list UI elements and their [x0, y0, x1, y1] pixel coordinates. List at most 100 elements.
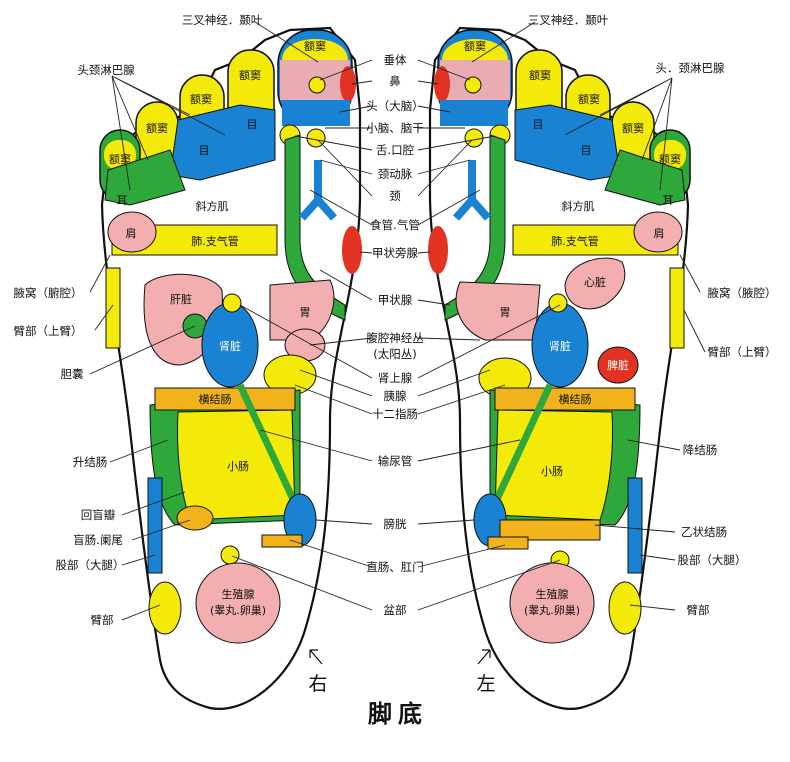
right-adrenal-zone — [222, 293, 242, 313]
left-foot-label: 左 — [476, 673, 495, 695]
right-ureter — [236, 383, 302, 512]
right-toe-5-sinus — [104, 140, 136, 170]
left-big-toe-sinus — [442, 39, 508, 60]
right-labels: 三叉神经．颞叶 头．颈淋巴腺 腋窝（腋腔） 臂部（上臂） 降结肠 乙状结肠 股部… — [528, 13, 777, 617]
right-foot-label: 右 — [308, 673, 327, 695]
zone-label: 生殖腺 — [222, 587, 255, 601]
zone-label: 脾脏 — [607, 358, 629, 372]
label-trigeminal-left: 三叉神经．颞叶 — [528, 13, 609, 27]
label-neck: 颈 — [389, 189, 401, 203]
zone-label: 目 — [247, 118, 258, 131]
left-transverse-colon — [494, 387, 636, 411]
zone-label: 生殖腺 — [536, 587, 569, 601]
right-shoulder-zone — [107, 211, 157, 253]
label-thigh-left: 股部（大腿） — [678, 553, 747, 567]
center-labels: 垂体 鼻 头（大脑） 小脑、脑干 舌.口腔 颈动脉 颈 食管.气管 甲状旁腺 甲… — [366, 53, 424, 617]
left-nose-zone — [434, 66, 450, 102]
zone-label: 肩 — [654, 226, 665, 240]
label-brain: 头（大脑） — [366, 99, 424, 113]
label-carotid: 颈动脉 — [378, 167, 413, 181]
arrow-icon — [477, 649, 491, 665]
zone-label: 耳 — [117, 194, 128, 207]
zone-label: 目 — [581, 144, 592, 157]
label-lymph-right: 头颈淋巴腺 — [77, 63, 135, 77]
label-duodenum: 十二指肠 — [372, 407, 418, 421]
label-pancreas: 胰腺 — [384, 389, 407, 403]
right-esophagus-band — [284, 134, 346, 321]
zone-label: 额窦 — [578, 93, 600, 106]
right-armpit-bar — [105, 267, 121, 349]
right-pelvis-zone — [220, 545, 240, 565]
zone-label: 目 — [533, 118, 544, 131]
left-foot-zone-labels: 额窦 额窦 额窦 额窦 额窦 目 目 耳 肩 斜方肌 肺.支气管 心脏 肾脏 胃… — [464, 40, 681, 617]
right-rectum-zone — [261, 534, 303, 548]
zone-label: 小肠 — [227, 460, 249, 473]
label-celiac-plexus: 腹腔神经丛 — [366, 331, 424, 345]
left-esophagus-band — [444, 134, 506, 321]
page-title: 脚底 — [368, 700, 428, 728]
left-adrenal-zone — [548, 293, 568, 313]
zone-label: 小肠 — [541, 465, 563, 478]
right-brain-zone — [282, 100, 350, 126]
label-rectum: 直肠、肛门 — [366, 560, 424, 574]
left-hip-zone — [608, 581, 642, 635]
label-ascending-colon: 升结肠 — [73, 455, 108, 469]
zone-label: 胃 — [300, 306, 311, 319]
right-gonad-zone — [195, 562, 281, 644]
label-hip-right: 臂部 — [91, 613, 114, 627]
zone-label: (睾丸.卵巢) — [210, 603, 266, 617]
zone-label: 额窦 — [109, 153, 131, 166]
zone-label: 目 — [199, 144, 210, 157]
leader-lines — [89, 21, 706, 621]
zone-label: 额窦 — [622, 122, 644, 135]
left-toe-5-sinus — [654, 140, 686, 170]
left-ear-band — [604, 149, 686, 206]
right-thigh-bar — [147, 477, 163, 574]
zone-label: 额窦 — [659, 153, 681, 166]
zone-label: 肝脏 — [170, 293, 192, 306]
left-spleen-zone — [597, 346, 639, 384]
zone-label: 肺.支气管 — [551, 234, 599, 248]
left-carotid — [453, 160, 491, 221]
left-shoulder-zone — [633, 211, 683, 253]
zone-label: 胃 — [500, 306, 511, 319]
zone-label: 斜方肌 — [196, 199, 229, 213]
left-pituitary-zone — [464, 76, 482, 94]
zone-label: 肾脏 — [549, 340, 571, 353]
label-esophagus: 食管.气管 — [370, 218, 420, 232]
left-ureter — [488, 383, 554, 512]
right-nose-zone — [340, 66, 356, 102]
label-upper-arm-left: 臂部（上臂） — [708, 345, 777, 359]
label-armpit-left: 腋窝（腋腔） — [708, 286, 777, 300]
right-carotid — [299, 160, 337, 221]
left-thigh-bar — [627, 477, 643, 574]
right-transverse-colon — [154, 387, 296, 411]
left-heart-zone — [564, 257, 626, 310]
arrow-icon — [309, 649, 323, 665]
left-labels: 三叉神经．颞叶 头颈淋巴腺 腋窝（腑腔） 臂部（上臂） 胆囊 升结肠 回盲瓣 盲… — [14, 13, 263, 627]
right-hip-zone — [148, 581, 182, 635]
zone-label: 肩 — [126, 226, 137, 240]
left-gonad-zone — [509, 562, 595, 644]
zone-label: 横结肠 — [199, 392, 232, 406]
label-tongue: 舌.口腔 — [376, 143, 414, 157]
label-solar-plexus: (太阳丛) — [373, 347, 416, 361]
label-thigh-right: 股部（大腿） — [56, 558, 125, 572]
label-hip-left: 臂部 — [687, 603, 710, 617]
zone-label: 额窦 — [239, 69, 261, 82]
label-appendix: 盲肠.阑尾 — [73, 533, 123, 547]
zone-label: 耳 — [663, 194, 674, 207]
side-markers: 右 左 — [308, 649, 496, 695]
zone-label: 心脏 — [584, 276, 606, 289]
zone-label: 额窦 — [190, 93, 212, 106]
label-upper-arm-right: 臂部（上臂） — [14, 324, 83, 338]
zone-label: 额窦 — [529, 69, 551, 82]
zone-label: (睾丸.卵巢) — [524, 603, 580, 617]
right-pituitary-zone — [308, 76, 326, 94]
right-big-toe-sinus — [282, 39, 348, 60]
zone-label: 额窦 — [146, 122, 168, 135]
label-sigmoid-colon: 乙状结肠 — [681, 525, 727, 539]
label-ileocecal-valve: 回盲瓣 — [81, 508, 116, 522]
label-pelvis: 盆部 — [384, 603, 407, 617]
